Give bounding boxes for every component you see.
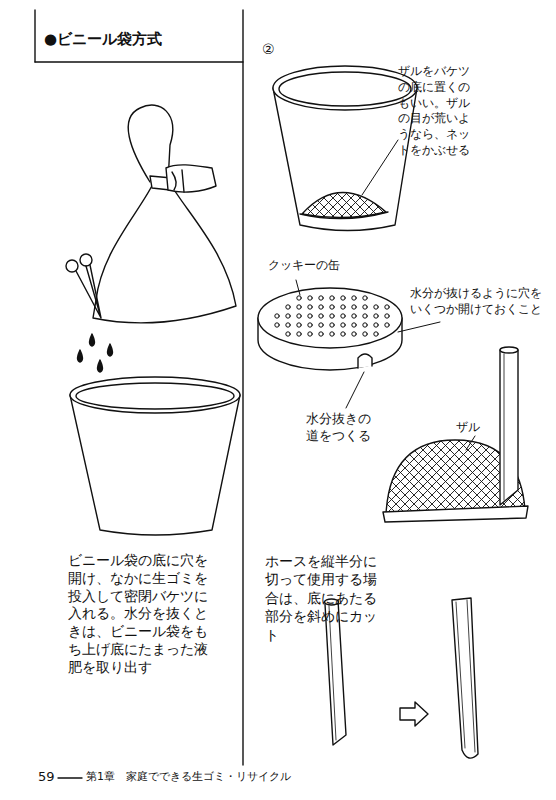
drain-hole (341, 332, 345, 336)
drain-hole (363, 323, 367, 327)
drain-hole (297, 323, 301, 327)
bucket-rim (70, 377, 240, 413)
note-text: 水分抜きの道をつくる (306, 410, 376, 444)
page-number: 59 (38, 768, 55, 785)
glove-hand (166, 165, 216, 192)
drain-hole (363, 314, 367, 318)
drain-hole (363, 296, 367, 300)
drain-hole (297, 314, 301, 318)
hose (500, 350, 518, 505)
hose (504, 354, 505, 500)
drain-hole (297, 332, 301, 336)
liquid-drop (78, 350, 83, 362)
drain-hole (308, 332, 312, 336)
body-text: ビニール袋の底に穴を開け、なかに生ゴミを投入して密閉バケツに入れる。水分を抜くと… (68, 552, 214, 677)
bucket-rim (273, 66, 417, 110)
leader-line (346, 372, 364, 408)
drain-hole (352, 296, 356, 300)
drain-hole (297, 296, 301, 300)
drain-hole (385, 305, 389, 309)
drain-hole (319, 314, 323, 318)
drain-hole (319, 305, 323, 309)
drain-hole (330, 296, 334, 300)
scissors (76, 265, 101, 318)
bucket-rim (76, 383, 234, 409)
drain-hole (286, 305, 290, 309)
drain-hole (330, 332, 334, 336)
half-hose (452, 598, 478, 758)
drain-hole (341, 314, 345, 318)
drain-hole (363, 305, 367, 309)
liquid-drop (90, 334, 95, 346)
drain-hole (308, 305, 312, 309)
colander-rim (383, 506, 528, 522)
drain-holes (275, 296, 389, 336)
drain-hole (330, 305, 334, 309)
title-frame (34, 10, 35, 62)
drain-hole (385, 323, 389, 327)
drain-hole (363, 332, 367, 336)
step-mark: ② (262, 40, 275, 58)
liquid-drop (108, 344, 113, 356)
drain-hole (275, 323, 279, 327)
drain-hole (319, 323, 323, 327)
scissors (80, 254, 92, 266)
half-hose (456, 600, 475, 752)
drain-hole (319, 332, 323, 336)
drain-hole (297, 305, 301, 309)
note-text: 水分が抜けるように穴をいくつか開けておくこと (410, 286, 542, 318)
drain-hole (352, 305, 356, 309)
drain-hole (286, 314, 290, 318)
note-text: ザルをバケツの底に置くのもいい。ザルの目が荒いようなら、ネットをかぶせる (398, 64, 480, 159)
colander (302, 192, 386, 217)
footer-dash (58, 777, 82, 778)
cookie-can-lid (258, 288, 402, 348)
liquid-drop (98, 360, 103, 372)
part-label: クッキーの缶 (268, 258, 340, 274)
drain-hole (374, 332, 378, 336)
drain-hole (286, 323, 290, 327)
drain-hole (374, 314, 378, 318)
running-footer: 第1章 家庭でできる生ゴミ・リサイクル (86, 770, 291, 785)
hose-end (500, 347, 518, 353)
drain-hole (275, 314, 279, 318)
leader-line (466, 436, 475, 450)
drain-hole (330, 323, 334, 327)
glove-hand (172, 170, 184, 192)
scissors (66, 260, 78, 272)
drain-hole (374, 305, 378, 309)
drain-hole (385, 314, 389, 318)
drain-hole (352, 314, 356, 318)
drain-hole (319, 296, 323, 300)
leader-line (398, 322, 440, 332)
drain-hole (341, 296, 345, 300)
bucket-rim (279, 72, 411, 106)
drain-notch (358, 354, 372, 368)
leader-line (296, 280, 300, 295)
title-frame (35, 61, 243, 62)
drain-hole (308, 323, 312, 327)
divider-line (242, 10, 243, 765)
arrow-symbol (400, 702, 428, 726)
bucket (70, 395, 240, 535)
plastic-bag (93, 180, 236, 323)
drain-hole (330, 314, 334, 318)
hose (329, 606, 336, 740)
drain-hole (374, 323, 378, 327)
drain-hole (352, 323, 356, 327)
drain-hole (308, 296, 312, 300)
body-text: ホースを縦半分に切って使用する場合は、底にあたる部分を斜めにカット (265, 552, 389, 644)
leader-line (362, 140, 398, 195)
drain-hole (308, 314, 312, 318)
part-label: ザル (456, 420, 480, 436)
colander-rim (300, 212, 388, 219)
drain-hole (341, 323, 345, 327)
drain-hole (352, 332, 356, 336)
section-title: ●ビニール袋方式 (44, 30, 162, 50)
drain-hole (286, 332, 290, 336)
drain-hole (341, 305, 345, 309)
